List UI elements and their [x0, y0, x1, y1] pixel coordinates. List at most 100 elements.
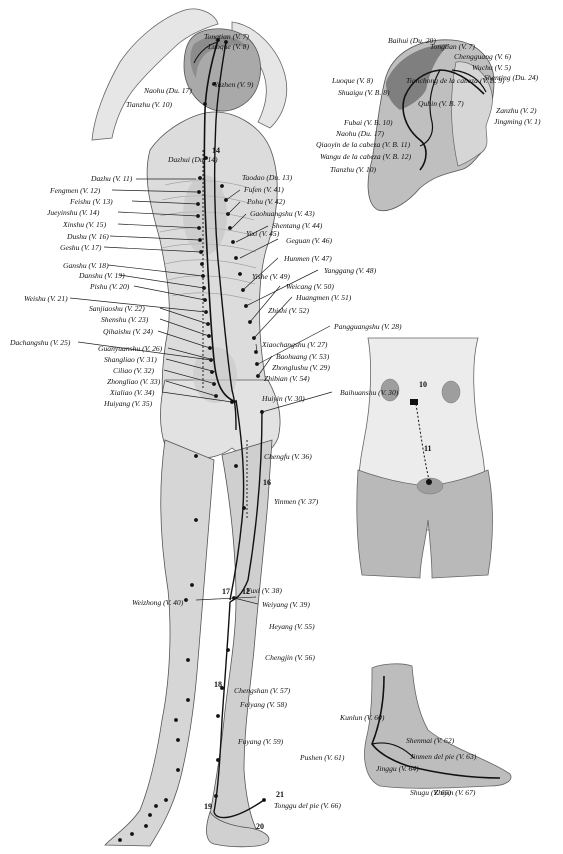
label-gaohuangshu: Gaohuangshu (V. 43)	[250, 209, 315, 218]
acupoint-dot	[226, 648, 230, 652]
label-zhonglushu: Zhonglushu (V. 29)	[272, 363, 330, 372]
label-baihui: Baihui (Du. 20)	[388, 36, 436, 45]
label-yanggang: Yanggang (V. 48)	[324, 266, 376, 275]
label-shentang: Shentang (V. 44)	[272, 221, 322, 230]
label-jueyinshu: Jueyinshu (V. 14)	[47, 208, 99, 217]
main-body-figure	[92, 9, 287, 847]
label-fufen: Fufen (V. 41)	[244, 185, 284, 194]
acupoint-dot	[238, 272, 242, 276]
label-luoque-head: Luoque (V. 8)	[332, 76, 373, 85]
label-chengshan: Chengshan (V. 57)	[234, 686, 290, 695]
acupoint-dot	[220, 184, 224, 188]
acupoint-dot	[130, 832, 134, 836]
acupoint-dot	[154, 804, 158, 808]
abdomen-inset	[357, 338, 493, 578]
label-geshu: Geshu (V. 17)	[60, 243, 101, 252]
label-zhiyin: Zhiyin (V. 67)	[434, 788, 475, 797]
acupoint-dot	[118, 838, 122, 842]
acupoint-dot	[198, 176, 202, 180]
acupoint-dot	[194, 518, 198, 522]
acupoint-dot	[194, 454, 198, 458]
label-shuaigu: Shuaigu (V. B. 8)	[338, 88, 390, 97]
label-chengjin: Chengjin (V. 56)	[265, 653, 315, 662]
label-pushen: Pushen (V. 61)	[300, 753, 344, 762]
label-naohu-head: Naohu (Du. 17)	[336, 129, 384, 138]
label-yixi: Yixi (V. 45)	[246, 229, 279, 238]
label-wuchu: Wuchu (V. 5)	[472, 63, 511, 72]
marker-number-10: 10	[419, 380, 427, 389]
label-yuzhen-main: Yuzhen (V. 9)	[214, 80, 253, 89]
acupoint-dot	[203, 102, 207, 106]
inset-kidney-right	[442, 381, 460, 403]
marker-number-20: 20	[256, 822, 264, 831]
marker-number-18: 18	[214, 680, 222, 689]
label-tongtian-main: Tongtian (V. 7)	[204, 32, 249, 41]
acupoint-dot	[242, 506, 246, 510]
acupoint-dot	[190, 583, 194, 587]
label-shangliao: Shangliao (V. 31)	[104, 355, 157, 364]
marker-number-19: 19	[204, 802, 212, 811]
label-baihuanshu: Baihuanshu (V. 30)	[340, 388, 398, 397]
label-heyang: Heyang (V. 55)	[269, 622, 315, 631]
acupoint-dot	[200, 262, 204, 266]
marker-number-21: 21	[276, 790, 284, 799]
acupoint-dot	[176, 738, 180, 742]
label-naohu-main: Naohu (Du. 17)	[144, 86, 192, 95]
label-tongtian-head: Tongtian (V. 7)	[430, 42, 475, 51]
acupoint-dot	[148, 813, 152, 817]
acupoint-dot	[234, 464, 238, 468]
label-luoque-main: Luoque (V. 8)	[208, 42, 249, 51]
label-pohu: Pohu (V. 42)	[247, 197, 285, 206]
label-tonggu: Tonggu del pie (V. 66)	[274, 801, 341, 810]
acupoint-dot	[234, 256, 238, 260]
acupoint-dot	[144, 824, 148, 828]
label-danshu: Danshu (V. 19)	[79, 271, 125, 280]
acupoint-dot	[231, 240, 235, 244]
label-dazhu: Dazhu (V. 11)	[91, 174, 132, 183]
label-ganshu: Ganshu (V. 18)	[63, 261, 109, 270]
leader-line	[254, 297, 292, 338]
label-tianzhu-main: Tianzhu (V. 10)	[126, 100, 172, 109]
acupoint-dot	[164, 798, 168, 802]
label-zhishi: Zhishi (V. 52)	[268, 306, 309, 315]
marker-number-11: 11	[424, 444, 432, 453]
label-jinggu: Jinggu (V. 64)	[376, 764, 419, 773]
label-wangu: Wangu de la cabeza (V. B. 12)	[320, 152, 411, 161]
label-fubai: Fubai (V. B. 10)	[344, 118, 393, 127]
acupoint-dot	[214, 794, 218, 798]
label-sanjiaoshu: Sanjiaoshu (V. 22)	[89, 304, 145, 313]
label-dazhui: Dazhui (Du. 14)	[168, 155, 218, 164]
label-weiyang: Weiyang (V. 39)	[262, 600, 310, 609]
label-fuxi: Fuxi (V. 38)	[246, 586, 282, 595]
label-baohuang: Baohuang (V. 53)	[276, 352, 329, 361]
acupoint-dot	[254, 350, 258, 354]
label-pishu: Pishu (V. 20)	[90, 282, 129, 291]
label-feishu: Feishu (V. 13)	[70, 197, 113, 206]
label-geguan: Geguan (V. 46)	[286, 236, 332, 245]
label-yishe: Yishe (V. 49)	[252, 272, 290, 281]
label-qihaishu: Qihaishu (V. 24)	[103, 327, 153, 336]
label-pangguangshu: Pangguangshu (V. 28)	[334, 322, 402, 331]
acupoint-dot	[186, 658, 190, 662]
label-tianzhu-head: Tianzhu (V. 10)	[330, 165, 376, 174]
label-shenshu: Shenshu (V. 23)	[101, 315, 148, 324]
acupoint-dot	[184, 598, 188, 602]
label-chengfu: Chengfu (V. 36)	[264, 452, 312, 461]
label-shenmai: Shenmai (V. 62)	[406, 736, 454, 745]
marker-number-12: 12	[242, 587, 250, 596]
label-kunlun: Kunlun (V. 60)	[340, 713, 384, 722]
acupoint-dot	[216, 758, 220, 762]
label-chengguang: Chengguang (V. 6)	[454, 52, 511, 61]
marker-number-16: 16	[263, 478, 271, 487]
label-fengmen: Fengmen (V. 12)	[50, 186, 100, 195]
acupoint-dot	[174, 718, 178, 722]
marker-number-17: 17	[222, 587, 230, 596]
acupoint-dot	[262, 798, 266, 802]
label-tianchong: Tianchong de la cabeza (V. B. 9)	[406, 76, 505, 85]
label-zhibian: Zhibian (V. 54)	[264, 374, 310, 383]
label-feiyang: Feiyang (V. 58)	[240, 700, 287, 709]
label-xinshu: Xinshu (V. 15)	[63, 220, 106, 229]
label-huiyang: Huiyang (V. 35)	[104, 399, 152, 408]
label-huiyin: Huiyin (V. 30)	[262, 394, 305, 403]
